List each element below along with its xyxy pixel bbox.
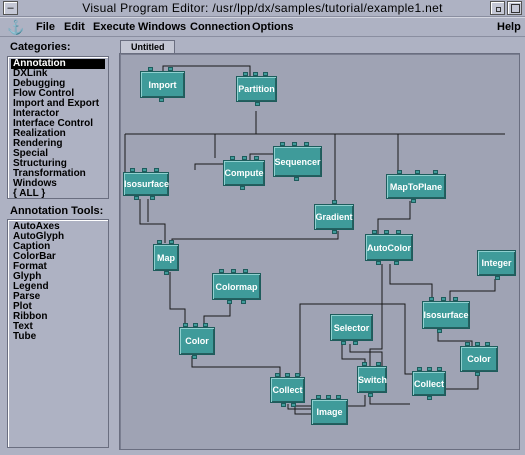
category-rendering[interactable]: Rendering xyxy=(13,138,63,149)
module-integer[interactable]: Integer xyxy=(477,250,516,280)
module-partition[interactable]: Partition xyxy=(236,72,277,106)
category-annotation[interactable]: Annotation xyxy=(11,59,105,69)
wire xyxy=(299,303,422,376)
tool-ribbon[interactable]: Ribbon xyxy=(13,311,48,322)
wire xyxy=(377,201,411,234)
tool-parse[interactable]: Parse xyxy=(13,291,41,302)
menu-windows[interactable]: Windows xyxy=(138,21,187,33)
minimize-button[interactable] xyxy=(490,1,505,15)
category-all[interactable]: { ALL } xyxy=(13,188,46,199)
module-autocolor[interactable]: AutoColor xyxy=(365,230,413,265)
category-interactor[interactable]: Interactor xyxy=(13,108,60,119)
menu-file[interactable]: File xyxy=(36,21,55,33)
module-collect-2[interactable]: Collect xyxy=(412,367,446,400)
category-transformation[interactable]: Transformation xyxy=(13,168,86,179)
menu-connection[interactable]: Connection xyxy=(190,21,251,33)
module-isosurface-2[interactable]: Isosurface xyxy=(422,297,470,333)
wire xyxy=(389,264,433,301)
anchor-icon: ⚓ xyxy=(7,19,25,35)
tool-tube[interactable]: Tube xyxy=(13,331,37,342)
categories-list[interactable]: Annotation DXLink Debugging Flow Control… xyxy=(7,56,109,199)
menu-help[interactable]: Help xyxy=(497,21,521,33)
tool-autoglyph[interactable]: AutoGlyph xyxy=(13,231,65,242)
menu-bar: ⚓ File Edit Execute Windows Connection O… xyxy=(0,17,525,37)
category-dxlink[interactable]: DXLink xyxy=(13,68,48,79)
module-color-2[interactable]: Color xyxy=(460,342,498,376)
window-menu-button[interactable]: – xyxy=(3,1,18,15)
maximize-button[interactable] xyxy=(507,1,522,15)
category-realization[interactable]: Realization xyxy=(13,128,66,139)
tool-plot[interactable]: Plot xyxy=(13,301,32,312)
tab-untitled[interactable]: Untitled xyxy=(120,40,175,53)
menu-options[interactable]: Options xyxy=(252,21,294,33)
category-debugging[interactable]: Debugging xyxy=(13,78,66,89)
tool-caption[interactable]: Caption xyxy=(13,241,51,252)
tool-glyph[interactable]: Glyph xyxy=(13,271,42,282)
tools-list[interactable]: AutoAxes AutoGlyph Caption ColorBar Form… xyxy=(7,219,109,448)
wire xyxy=(449,279,496,301)
category-flow-control[interactable]: Flow Control xyxy=(13,88,75,99)
program-canvas[interactable]: Import Partition Isosurface Compute Sequ… xyxy=(119,53,520,450)
category-import-export[interactable]: Import and Export xyxy=(13,98,100,109)
tool-legend[interactable]: Legend xyxy=(13,281,49,292)
module-maptoplane[interactable]: MapToPlane xyxy=(386,170,446,203)
wire xyxy=(139,199,166,243)
category-interface-control[interactable]: Interface Control xyxy=(13,118,94,129)
category-windows[interactable]: Windows xyxy=(13,178,57,189)
categories-label: Categories: xyxy=(10,41,71,53)
tool-autoaxes[interactable]: AutoAxes xyxy=(13,221,60,232)
tool-text[interactable]: Text xyxy=(13,321,33,332)
module-isosurface[interactable]: Isosurface xyxy=(123,168,169,200)
category-structuring[interactable]: Structuring xyxy=(13,158,67,169)
module-sequencer[interactable]: Sequencer xyxy=(273,142,322,181)
module-map[interactable]: Map xyxy=(153,240,179,275)
wire xyxy=(203,302,231,327)
module-image[interactable]: Image xyxy=(311,395,348,425)
category-special[interactable]: Special xyxy=(13,148,49,159)
module-colormap[interactable]: Colormap xyxy=(212,269,261,304)
menu-edit[interactable]: Edit xyxy=(64,21,85,33)
tool-format[interactable]: Format xyxy=(13,261,47,272)
wire xyxy=(169,272,186,327)
module-color[interactable]: Color xyxy=(179,323,215,359)
tool-colorbar[interactable]: ColorBar xyxy=(13,251,56,262)
menu-execute[interactable]: Execute xyxy=(93,21,136,33)
tools-label: Annotation Tools: xyxy=(10,205,104,217)
wire xyxy=(369,264,410,405)
module-compute[interactable]: Compute xyxy=(223,156,265,190)
module-import[interactable]: Import xyxy=(140,67,185,102)
wire xyxy=(171,231,339,243)
module-selector[interactable]: Selector xyxy=(330,314,373,345)
wire xyxy=(437,331,473,346)
module-switch[interactable]: Switch xyxy=(357,362,387,397)
module-gradient[interactable]: Gradient xyxy=(314,200,354,234)
wire xyxy=(349,344,383,366)
title-bar[interactable]: – Visual Program Editor: /usr/lpp/dx/sam… xyxy=(0,0,525,17)
connection-wires xyxy=(124,65,505,415)
window-title: Visual Program Editor: /usr/lpp/dx/sampl… xyxy=(82,1,443,15)
module-collect[interactable]: Collect xyxy=(270,373,305,407)
wire xyxy=(191,356,281,377)
